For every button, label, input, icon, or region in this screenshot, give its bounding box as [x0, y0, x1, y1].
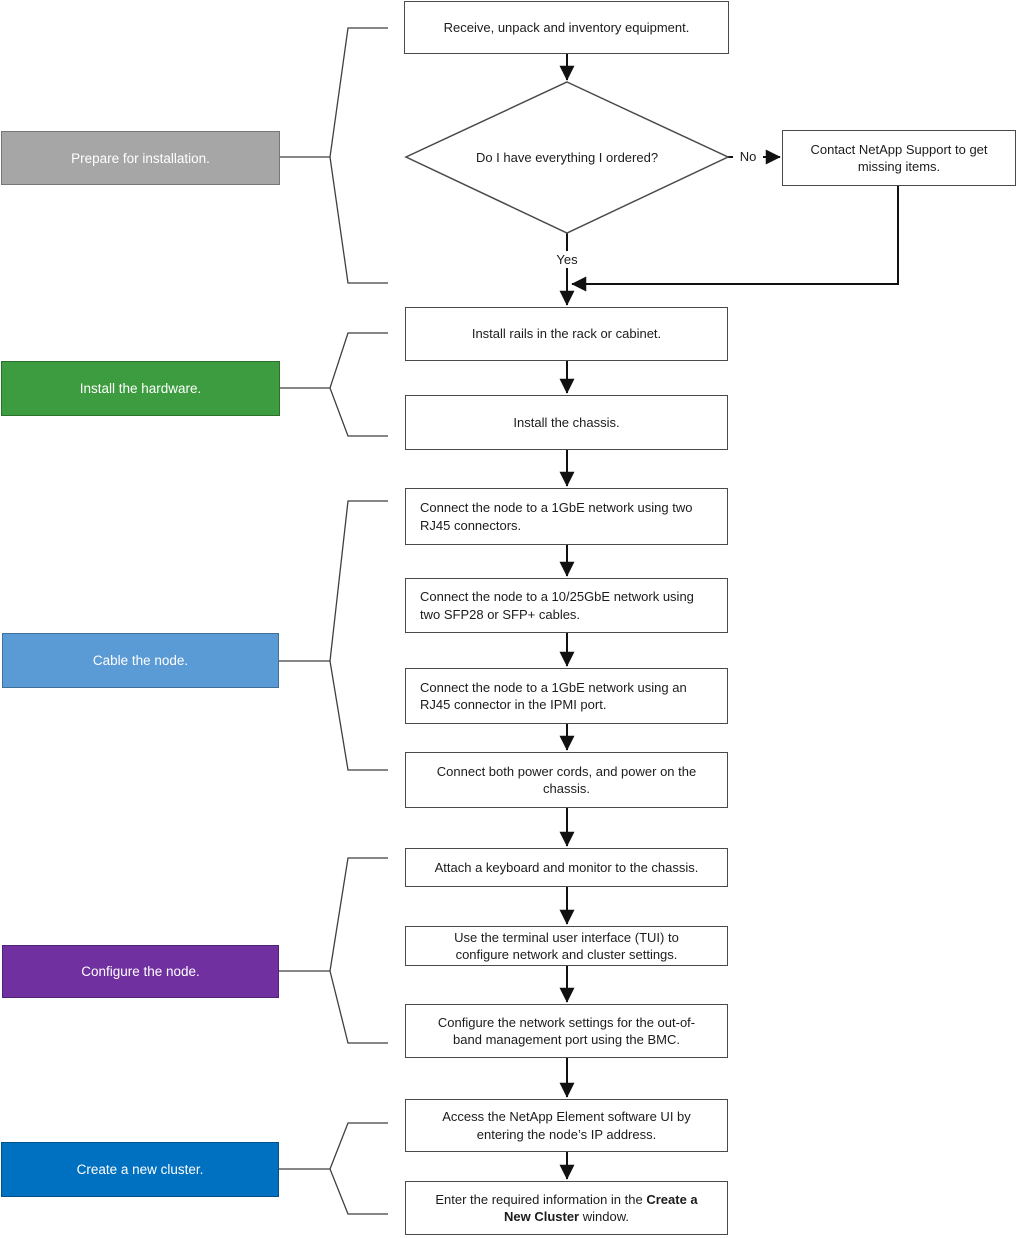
stage-create-cluster-label: Create a new cluster. [76, 1162, 204, 1177]
bracket-configure-node [279, 857, 388, 1044]
flow-box-rails-text: Install rails in the rack or cabinet. [471, 326, 662, 342]
decision-diamond [404, 81, 730, 234]
arrow-support-feedback [571, 186, 899, 292]
stage-configure-node-label: Configure the node. [81, 964, 200, 979]
enter-suffix: window. [579, 1209, 629, 1224]
no-label-text: No [739, 149, 757, 164]
stage-create-cluster: Create a new cluster. [1, 1142, 279, 1197]
flow-box-cable-1gbe-text: Connect the node to a 1GbE network using… [420, 500, 693, 533]
flow-box-access-ui: Access the NetApp Element software UI by… [405, 1099, 728, 1152]
bracket-create-cluster [279, 1122, 388, 1215]
stage-prepare-label: Prepare for installation. [71, 150, 210, 166]
flow-box-bmc: Configure the network settings for the o… [405, 1004, 728, 1058]
flow-box-cable-ipmi-text: Connect the node to a 1GbE network using… [420, 679, 687, 712]
flow-box-chassis-text: Install the chassis. [513, 414, 620, 430]
stage-install-hardware-label: Install the hardware. [79, 381, 202, 396]
flow-box-create-cluster-info: Enter the required information in the Cr… [405, 1181, 728, 1235]
bracket-prepare [280, 27, 388, 284]
decision-diamond-text: Do I have everything I ordered? [430, 120, 704, 194]
flow-box-receive: Receive, unpack and inventory equipment. [404, 1, 729, 54]
flow-box-access-ui-text: Access the NetApp Element software UI by… [442, 1109, 691, 1142]
flow-box-power: Connect both power cords, and power on t… [405, 752, 728, 808]
flow-box-receive-text: Receive, unpack and inventory equipment. [443, 19, 690, 35]
enter-prefix: Enter the required information in the [435, 1191, 647, 1207]
flow-box-cable-10-25gbe: Connect the node to a 10/25GbE network u… [405, 578, 728, 633]
bracket-install-hardware [280, 332, 388, 437]
flow-box-create-cluster-info-text: Enter the required information in the Cr… [435, 1191, 697, 1225]
stage-prepare-for-installation: Prepare for installation. [1, 131, 280, 185]
bracket-cable-node [279, 500, 388, 771]
flow-box-cable-10-25gbe-text: Connect the node to a 10/25GbE network u… [420, 589, 694, 622]
flow-box-support-text: Contact NetApp Support to get missing it… [810, 141, 988, 174]
stage-configure-node: Configure the node. [2, 945, 279, 998]
flow-box-tui: Use the terminal user interface (TUI) to… [405, 926, 728, 966]
flow-box-power-text: Connect both power cords, and power on t… [436, 763, 697, 796]
stage-cable-node-label: Cable the node. [92, 653, 189, 668]
flow-box-chassis: Install the chassis. [405, 395, 728, 450]
yes-label: Yes [546, 251, 588, 268]
enter-bold: Create a New Cluster [503, 1191, 698, 1224]
stage-cable-node: Cable the node. [2, 633, 279, 688]
yes-label-text: Yes [556, 252, 578, 267]
flow-box-tui-text: Use the terminal user interface (TUI) to… [454, 929, 679, 962]
flow-box-support: Contact NetApp Support to get missing it… [782, 130, 1016, 186]
flow-box-rails: Install rails in the rack or cabinet. [405, 307, 728, 361]
flow-box-cable-1gbe: Connect the node to a 1GbE network using… [405, 488, 728, 545]
stage-install-hardware: Install the hardware. [1, 361, 280, 416]
decision-question: Do I have everything I ordered? [475, 149, 659, 165]
flow-box-attach-keyboard-text: Attach a keyboard and monitor to the cha… [434, 859, 699, 875]
flow-box-cable-ipmi: Connect the node to a 1GbE network using… [405, 668, 728, 724]
flow-box-bmc-text: Configure the network settings for the o… [437, 1014, 696, 1047]
flow-box-attach-keyboard: Attach a keyboard and monitor to the cha… [405, 848, 728, 887]
no-label: No [733, 148, 763, 165]
